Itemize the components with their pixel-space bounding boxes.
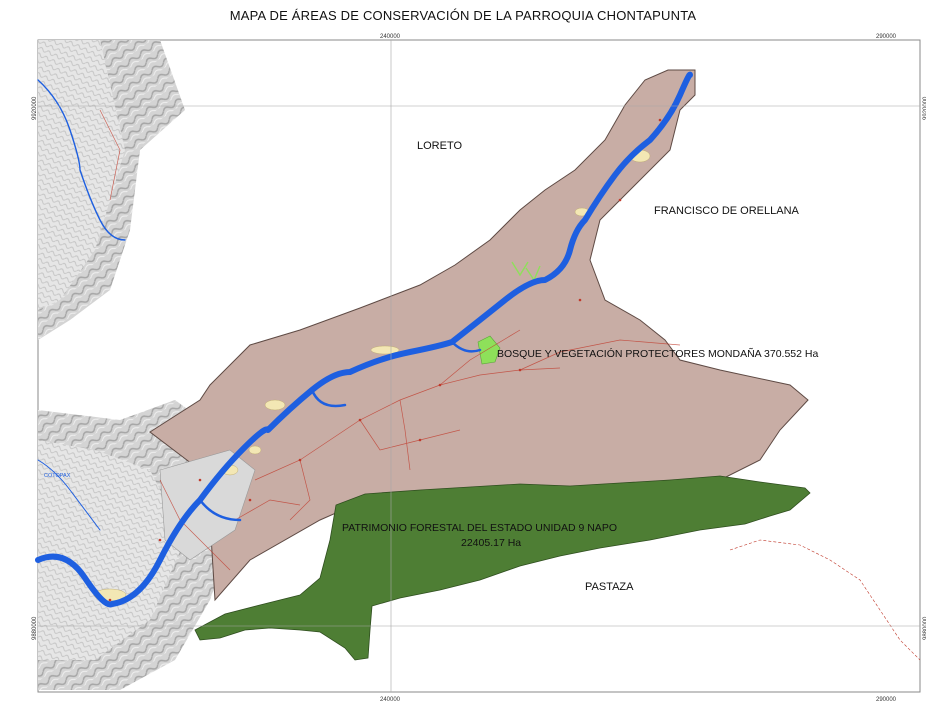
label-bosque-mondana: BOSQUE Y VEGETACIÓN PROTECTORES MONDAÑA … [497, 347, 818, 360]
label-patrimonio-area: 22405.17 Ha [461, 537, 521, 549]
label-town-cotopax: COTOPAX [44, 473, 71, 479]
patrimonio-forestal-area[interactable] [194, 475, 811, 661]
grid-label-bottom-240000: 240000 [380, 697, 401, 703]
grid-label-left-9920000: 9920000 [32, 96, 38, 120]
grid-label-bottom-290000: 290000 [876, 697, 897, 703]
coordinate-grid [38, 40, 920, 692]
grid-label-right-9880000: 9880000 [923, 616, 926, 640]
settlement-markers [108, 118, 662, 602]
label-francisco-de-orellana: FRANCISCO DE ORELLANA [654, 205, 800, 217]
grid-label-right-9920000: 9920000 [923, 96, 926, 120]
map-title: MAPA DE ÁREAS DE CONSERVACIÓN DE LA PARR… [229, 8, 697, 23]
river-sandbars [93, 149, 651, 602]
label-pastaza: PASTAZA [585, 581, 634, 593]
label-patrimonio-forestal: PATRIMONIO FORESTAL DEL ESTADO UNIDAD 9 … [342, 522, 617, 534]
lowland-grey-patch [159, 449, 256, 561]
road-network [99, 109, 681, 571]
grid-label-top-240000: 240000 [380, 34, 401, 40]
grid-label-top-290000: 290000 [876, 34, 897, 40]
grid-label-left-9880000: 9880000 [32, 616, 38, 640]
label-loreto: LORETO [417, 140, 462, 152]
bosque-mondana-area[interactable] [477, 335, 501, 365]
provincial-boundary [729, 539, 921, 661]
napo-river [35, 71, 693, 608]
relief-terrain-southwest [38, 440, 185, 660]
